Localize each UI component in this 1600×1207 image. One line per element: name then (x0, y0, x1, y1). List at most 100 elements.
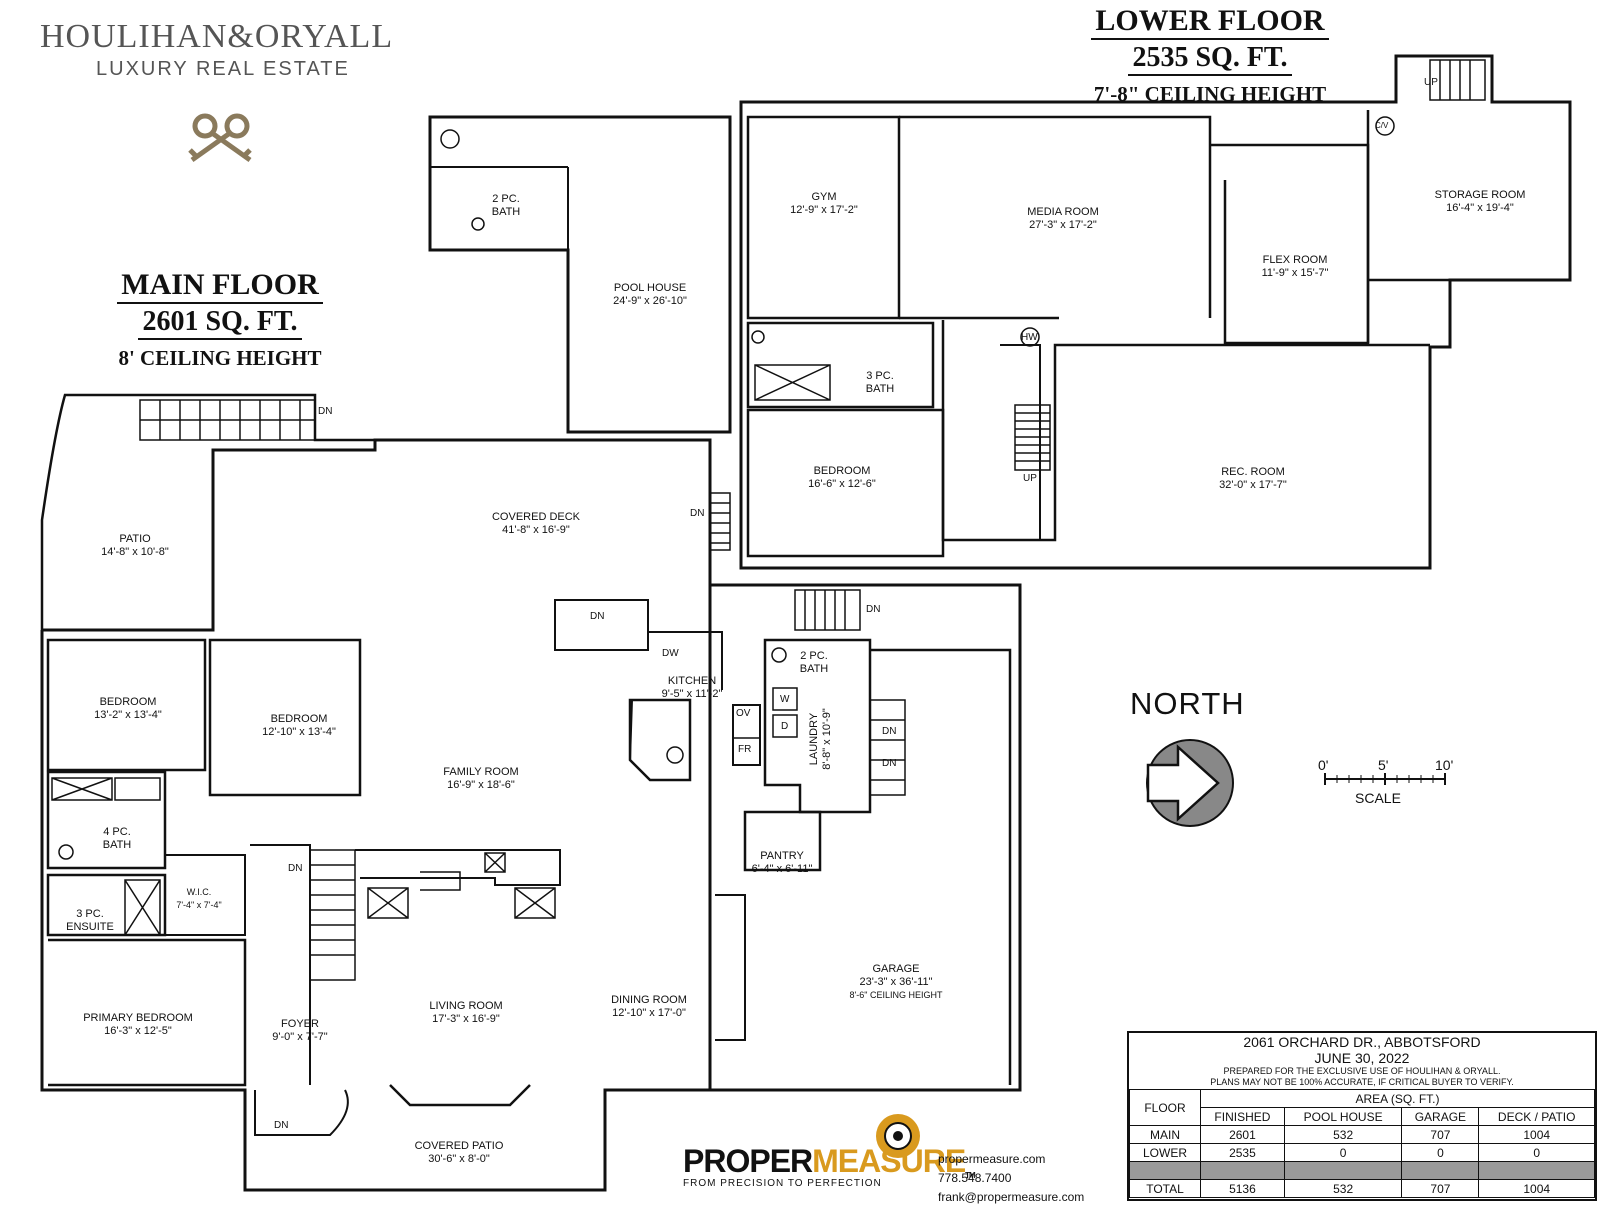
disclaimer-2: PLANS MAY NOT BE 100% ACCURATE, IF CRITI… (1210, 1077, 1514, 1087)
table-row: MAIN 2601 532 707 1004 (1129, 1125, 1595, 1144)
row-floor: LOWER (1129, 1143, 1201, 1162)
stair-down-label: DN (288, 863, 303, 874)
dishwasher-label: DW (662, 648, 679, 659)
dryer-label: D (781, 721, 789, 732)
room-dim: BATH (491, 206, 521, 218)
room-dim: BATH (865, 383, 895, 395)
room-note: 8'-6" CEILING HEIGHT (849, 990, 943, 1000)
stair-down-label: DN (882, 758, 897, 769)
room-dim: 24'-9" x 26'-10" (613, 295, 687, 307)
cell: 532 (1283, 1125, 1403, 1144)
row-floor: MAIN (1129, 1125, 1201, 1144)
area-table: FLOOR AREA (SQ. FT.) FINISHED POOL HOUSE… (1129, 1089, 1595, 1198)
room-wic: W.I.C.7'-4" x 7'-4" (176, 886, 221, 912)
crossed-keys-icon (188, 113, 252, 163)
main-floor-name: MAIN FLOOR (117, 268, 323, 304)
room-dim: 6'-4" x 6'-11" (751, 863, 813, 875)
room-ensuite: 3 PC.ENSUITE (66, 908, 114, 934)
table-separator (1129, 1161, 1595, 1180)
stair-down-label: DN (590, 611, 605, 622)
scale-tick-10: 10' (1435, 757, 1454, 773)
room-dim: 41'-8" x 16'-9" (502, 524, 570, 536)
cell: 707 (1401, 1125, 1480, 1144)
contact-info: propermeasure.com 778.548.7400 frank@pro… (938, 1150, 1084, 1207)
room-dim: 16'-9" x 18'-6" (447, 779, 515, 791)
room-four-pc-bath: 4 PC.BATH (103, 826, 132, 852)
room-name: LAUNDRY (808, 712, 820, 766)
col-header: POOL HOUSE (1283, 1107, 1403, 1126)
cell: 707 (1401, 1179, 1480, 1198)
stair-down-label: DN (690, 508, 705, 519)
room-pool-bath: 2 PC.BATH (492, 193, 521, 219)
scale-tick-0: 0' (1318, 757, 1329, 773)
brand-tagline: LUXURY REAL ESTATE (96, 58, 350, 80)
room-name: BEDROOM (270, 713, 328, 725)
stair-up-label: UP (1424, 77, 1438, 88)
phone-number: 778.548.7400 (938, 1171, 1012, 1185)
room-name: FAMILY ROOM (443, 766, 519, 778)
stair-down-label: DN (318, 406, 333, 417)
floor-header: FLOOR (1129, 1089, 1201, 1126)
room-dim: 16'-3" x 12'-5" (104, 1025, 172, 1037)
room-name: POOL HOUSE (613, 282, 687, 294)
room-name: LIVING ROOM (429, 1000, 503, 1012)
room-dim: 16'-4" x 19'-4" (1446, 202, 1514, 214)
website-link[interactable]: propermeasure.com (938, 1152, 1046, 1166)
room-dim: 7'-4" x 7'-4" (176, 900, 222, 910)
cell: 0 (1401, 1143, 1480, 1162)
room-name: PANTRY (760, 850, 804, 862)
scale-label: SCALE (1355, 790, 1401, 806)
cell: 0 (1283, 1143, 1403, 1162)
cell: 532 (1283, 1179, 1403, 1198)
lower-floor-ceiling: 7'-8" CEILING HEIGHT (1093, 82, 1327, 106)
room-dim: 13'-2" x 13'-4" (94, 709, 162, 721)
logo-part-a: PROPER (683, 1143, 813, 1179)
lower-floor-area: 2535 SQ. FT. (1128, 42, 1292, 76)
cell: 2601 (1200, 1125, 1285, 1144)
room-dim: 14'-8" x 10'-8" (101, 546, 169, 558)
main-floor-ceiling: 8' CEILING HEIGHT (118, 346, 322, 370)
cell: 1004 (1478, 1125, 1595, 1144)
room-name: 2 PC. (492, 193, 520, 205)
room-main-bath: 2 PC.BATH (800, 650, 829, 676)
lower-floor-title: LOWER FLOOR 2535 SQ. FT. 7'-8" CEILING H… (1085, 4, 1335, 107)
main-floor-area: 2601 SQ. FT. (138, 306, 302, 340)
email-link[interactable]: frank@propermeasure.com (938, 1190, 1085, 1204)
room-dim: 9'-0" x 7'-7" (272, 1031, 328, 1043)
room-dim: ENSUITE (66, 921, 114, 933)
table-row: LOWER 2535 0 0 0 (1129, 1143, 1595, 1162)
room-name: 2 PC. (800, 650, 828, 662)
area-header: AREA (SQ. FT.) (1200, 1089, 1595, 1108)
brand-name: HOULIHAN&ORYALL (40, 18, 394, 55)
room-name: FOYER (281, 1018, 319, 1030)
room-name: DINING ROOM (611, 994, 687, 1006)
room-dim: BATH (102, 839, 132, 851)
plan-date: JUNE 30, 2022 (1314, 1050, 1410, 1066)
room-dim: 9'-5" x 11'-2" (661, 688, 723, 700)
room-dim: 8'-8" x 10'-9" (821, 708, 833, 770)
north-arrow-icon (1146, 739, 1234, 827)
logo-tagline: FROM PRECISION TO PERFECTION (683, 1178, 882, 1189)
disclaimer-1: PREPARED FOR THE EXCLUSIVE USE OF HOULIH… (1223, 1066, 1501, 1076)
stair-down-label: DN (274, 1120, 289, 1131)
logo-part-b: MEASURE (812, 1143, 966, 1179)
stair-down-label: DN (866, 604, 881, 615)
table-total-row: TOTAL 5136 532 707 1004 (1129, 1179, 1595, 1198)
fridge-label: FR (738, 744, 752, 755)
stair-up-label: UP (1023, 473, 1037, 484)
room-dim: 12'-9" x 17'-2" (790, 204, 858, 216)
room-dim: 27'-3" x 17'-2" (1029, 219, 1097, 231)
